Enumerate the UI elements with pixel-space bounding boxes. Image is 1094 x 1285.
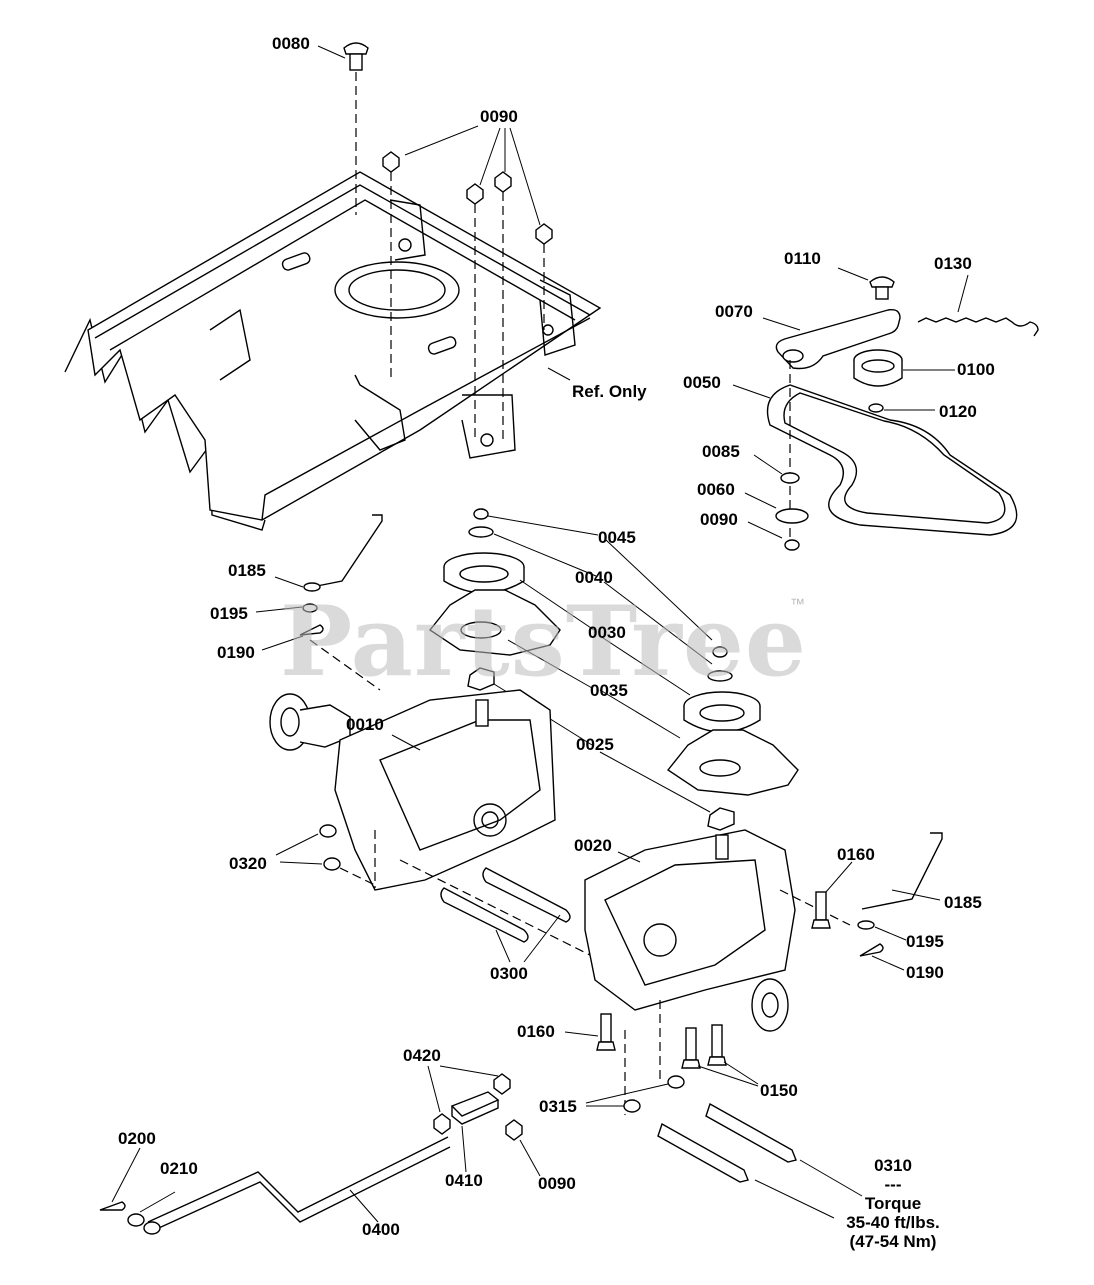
left-control-rod-drawing bbox=[255, 514, 383, 691]
label-0195-right: 0195 bbox=[906, 932, 944, 951]
label-0320: 0320 bbox=[229, 854, 267, 873]
label-0300: 0300 bbox=[490, 964, 528, 983]
label-0070: 0070 bbox=[715, 302, 753, 321]
label-0030: 0030 bbox=[588, 623, 626, 642]
label-0010: 0010 bbox=[346, 715, 384, 734]
bolts-0310-0315-drawing bbox=[585, 1075, 863, 1219]
label-0040: 0040 bbox=[575, 568, 613, 587]
label-0160-left: 0160 bbox=[517, 1022, 555, 1041]
torque-metric: (47-54 Nm) bbox=[849, 1232, 937, 1251]
label-0045: 0045 bbox=[598, 528, 636, 547]
label-0130: 0130 bbox=[934, 254, 972, 273]
label-0185-left: 0185 bbox=[228, 561, 266, 580]
top-hardware-drawing bbox=[317, 42, 553, 440]
label-0195-left: 0195 bbox=[210, 604, 248, 623]
label-ref-only: Ref. Only bbox=[572, 382, 647, 401]
label-0150: 0150 bbox=[760, 1081, 798, 1100]
spacers-0320-drawing bbox=[275, 824, 376, 886]
label-0190-right: 0190 bbox=[906, 963, 944, 982]
label-0090-top: 0090 bbox=[480, 107, 518, 126]
label-0190-left: 0190 bbox=[217, 643, 255, 662]
label-0110: 0110 bbox=[784, 249, 821, 268]
left-transaxle-drawing bbox=[269, 689, 556, 891]
linkage-rod-drawing bbox=[99, 1065, 541, 1235]
idler-assembly-drawing bbox=[732, 267, 1039, 551]
chassis-frame-drawing bbox=[64, 171, 602, 531]
label-0085: 0085 bbox=[702, 442, 740, 461]
label-0315: 0315 bbox=[539, 1097, 577, 1116]
label-0400: 0400 bbox=[362, 1220, 400, 1239]
torque-separator: --- bbox=[884, 1175, 902, 1194]
right-pulley-stack-drawing bbox=[666, 646, 799, 831]
watermark-text: PartsTree bbox=[280, 585, 807, 698]
right-transaxle-drawing bbox=[584, 829, 796, 1115]
torque-note: 0310 --- Torque 35-40 ft/lbs. (47-54 Nm) bbox=[846, 1156, 940, 1251]
label-0080: 0080 bbox=[272, 34, 310, 53]
label-0200: 0200 bbox=[118, 1129, 156, 1148]
label-0035: 0035 bbox=[590, 681, 628, 700]
label-0090-bottom: 0090 bbox=[538, 1174, 576, 1193]
label-0185-right: 0185 bbox=[944, 893, 982, 912]
label-0210: 0210 bbox=[160, 1159, 198, 1178]
label-0060: 0060 bbox=[697, 480, 735, 499]
rods-0300-drawing bbox=[399, 859, 601, 963]
label-0090-mid: 0090 bbox=[700, 510, 738, 529]
torque-imperial: 35-40 ft/lbs. bbox=[846, 1213, 940, 1232]
label-0120: 0120 bbox=[939, 402, 977, 421]
label-0050: 0050 bbox=[683, 373, 721, 392]
label-0410: 0410 bbox=[445, 1171, 483, 1190]
label-0025: 0025 bbox=[576, 735, 614, 754]
label-0020: 0020 bbox=[574, 836, 612, 855]
torque-part-number: 0310 bbox=[874, 1156, 912, 1175]
label-0160-right: 0160 bbox=[837, 845, 875, 864]
torque-title: Torque bbox=[864, 1194, 922, 1213]
label-0100: 0100 bbox=[957, 360, 995, 379]
label-0420: 0420 bbox=[403, 1046, 441, 1065]
right-control-rod-drawing bbox=[564, 832, 943, 1087]
trademark-symbol: ™ bbox=[790, 596, 805, 613]
